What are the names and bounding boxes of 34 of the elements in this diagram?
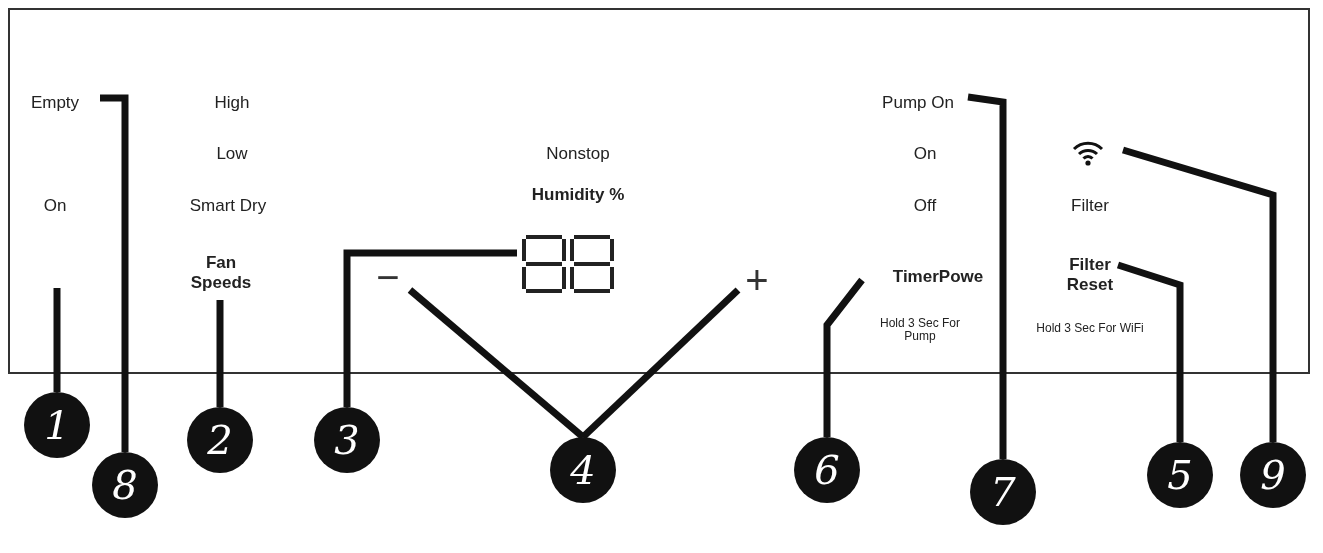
button-symbol: − [376,254,400,300]
panel-label: Filter Reset [1055,255,1125,295]
panel-label: Low [216,144,248,164]
callout-number: 7 [970,459,1036,525]
panel-label: Pump On [882,93,954,113]
panel-label: Smart Dry [189,196,267,216]
callout-number: 8 [92,452,158,518]
panel-label: Fan Speeds [186,253,256,293]
panel-label: Filter [1071,196,1109,216]
panel-label: Nonstop [546,144,610,164]
callout-number: 6 [794,437,860,503]
callout-number: 9 [1240,442,1306,508]
callout-number: 4 [550,437,616,503]
instruction-text: Hold 3 Sec For Pump [878,317,961,343]
leader-line [580,287,741,440]
leader-line [823,277,865,437]
leader-line [407,287,586,440]
callout-number: 2 [187,407,253,473]
leader-line [1122,146,1277,442]
panel-label: High [214,93,250,113]
panel-label: Empty [30,93,80,113]
callout-number: 5 [1147,442,1213,508]
panel-label: On [43,196,67,216]
panel-label: Humidity % [531,185,625,205]
panel-label: Off [913,196,937,216]
wifi-icon [1072,140,1104,166]
button-symbol: + [745,257,769,303]
callout-number: 1 [24,392,90,458]
callout-number: 3 [314,407,380,473]
panel-label: On [913,144,937,164]
leader-line [1116,261,1184,442]
leader-line [967,93,1007,459]
panel-label: TimerPowe [892,267,984,287]
instruction-text: Hold 3 Sec For WiFi [1035,321,1145,335]
